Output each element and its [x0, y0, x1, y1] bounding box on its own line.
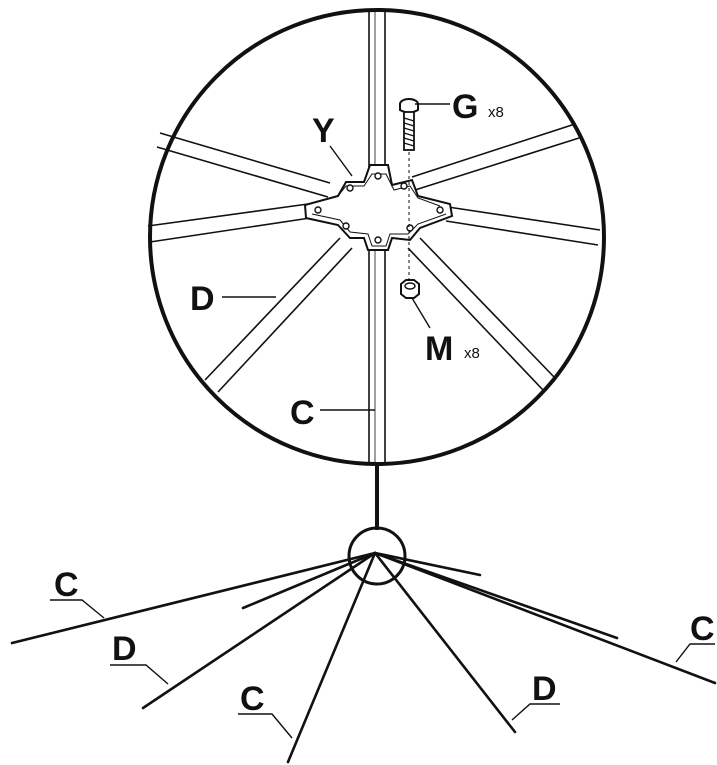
- rod-c-right: [373, 551, 717, 685]
- label-d-inset: D: [190, 280, 215, 318]
- hub-plate-icon: [303, 164, 454, 251]
- label-c-left: C: [54, 566, 79, 604]
- rod-frame: [10, 551, 717, 764]
- label-g-quantity: x8: [488, 104, 504, 121]
- label-c-inset: C: [290, 394, 315, 432]
- nut-icon: [400, 279, 420, 299]
- rod-c-bottom: [286, 551, 377, 764]
- label-c-right: C: [690, 610, 715, 648]
- label-d-left: D: [112, 630, 137, 668]
- rod-d-left: [141, 551, 377, 710]
- inset-rib-upper-right: [411, 123, 580, 191]
- rod-short-right: [373, 551, 482, 577]
- label-y: Y: [312, 112, 335, 150]
- label-d-right: D: [532, 670, 557, 708]
- bolt-icon: [399, 98, 419, 151]
- inset-rib-right: [445, 206, 601, 246]
- frame-leader-lines: [50, 599, 715, 739]
- inset-rib-bottom: [368, 250, 386, 463]
- inset-leader-lines: [222, 103, 450, 411]
- rod-short-left: [241, 551, 377, 610]
- rod-d-right: [373, 551, 517, 734]
- inset-rib-top: [368, 10, 386, 170]
- inset-rib-lower-left: [204, 237, 353, 393]
- rod-c-left: [10, 551, 377, 645]
- inset-rib-lower-right: [407, 237, 556, 391]
- inset-rib-left: [147, 203, 311, 243]
- inset-rib-upper-left: [156, 132, 331, 198]
- label-m-quantity: x8: [464, 345, 480, 362]
- label-c-bottom: C: [240, 680, 265, 718]
- label-m: M: [425, 330, 453, 368]
- rod-frame-hub-circle: [347, 526, 407, 586]
- label-g: G: [452, 88, 478, 126]
- detail-inset: Y G x8 M x8 D C: [147, 8, 606, 466]
